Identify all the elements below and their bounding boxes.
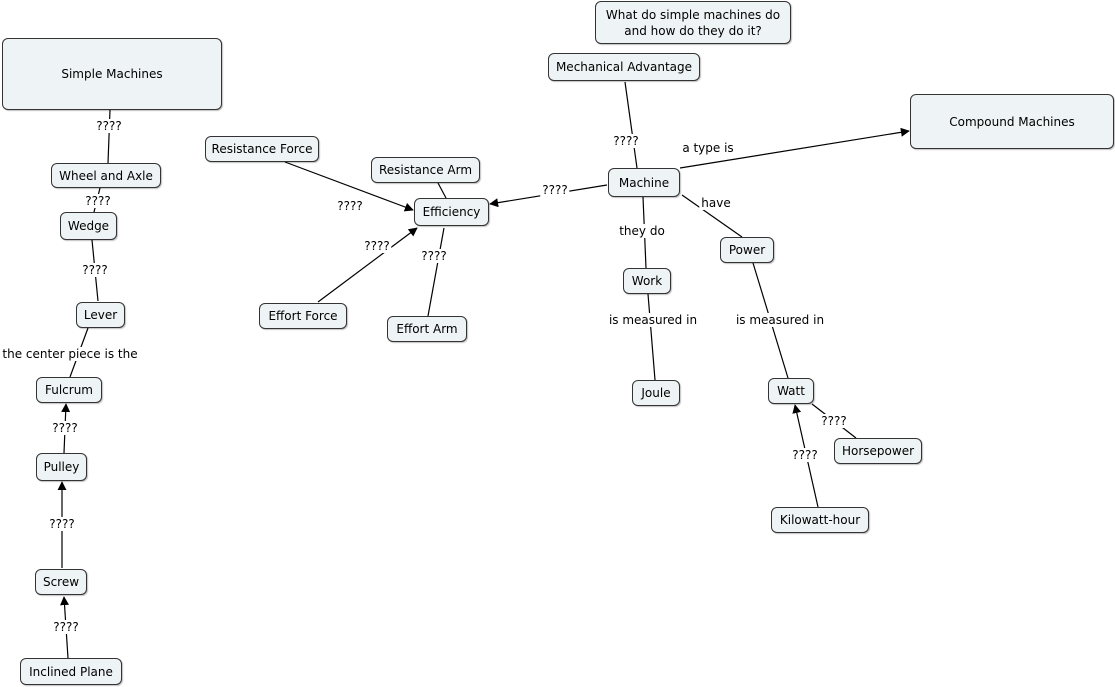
node-machine[interactable]: Machine	[608, 168, 680, 197]
label-they-do: they do	[617, 224, 667, 238]
line-ra-efficiency	[437, 182, 447, 199]
node-resistance-arm[interactable]: Resistance Arm	[371, 157, 480, 183]
line-sm-wheel	[107, 109, 111, 164]
node-wheel-and-axle[interactable]: Wheel and Axle	[51, 163, 161, 188]
node-lever[interactable]: Lever	[76, 302, 125, 328]
label-rf-efficiency: ????	[335, 199, 365, 213]
line-rf-efficiency	[284, 161, 414, 212]
node-watt[interactable]: Watt	[768, 378, 814, 404]
node-resistance-force[interactable]: Resistance Force	[205, 136, 319, 162]
label-work-measured: is measured in	[606, 313, 700, 327]
line-ef-efficiency	[317, 227, 418, 303]
label-hp-watt: ????	[819, 414, 849, 428]
node-fulcrum[interactable]: Fulcrum	[36, 377, 102, 403]
label-have: have	[699, 196, 733, 210]
node-work[interactable]: Work	[623, 268, 671, 294]
node-joule[interactable]: Joule	[632, 380, 680, 406]
line-machine-compound	[679, 127, 910, 169]
label-lever-fulcrum: the center piece is the	[0, 347, 140, 361]
node-effort-force[interactable]: Effort Force	[259, 303, 347, 329]
node-compound-machines[interactable]: Compound Machines	[910, 94, 1114, 149]
node-inclined-plane[interactable]: Inclined Plane	[20, 658, 122, 685]
label-pulley-fulcrum: ????	[50, 421, 80, 435]
node-wedge[interactable]: Wedge	[60, 212, 117, 240]
node-question[interactable]: What do simple machines do and how do th…	[595, 1, 791, 44]
label-power-measured: is measured in	[733, 313, 827, 327]
node-efficiency[interactable]: Efficiency	[414, 198, 489, 226]
label-screw-pulley: ????	[47, 517, 77, 531]
node-power[interactable]: Power	[720, 237, 774, 263]
line-ea-efficiency	[427, 227, 445, 317]
line-ma-machine	[624, 81, 638, 169]
label-a-type-is: a type is	[680, 141, 736, 155]
line-work-joule	[647, 293, 656, 381]
node-mechanical-advantage[interactable]: Mechanical Advantage	[548, 53, 700, 81]
node-effort-arm[interactable]: Effort Arm	[387, 316, 467, 342]
node-pulley[interactable]: Pulley	[36, 453, 87, 481]
node-kilowatt-hour[interactable]: Kilowatt-hour	[771, 507, 869, 533]
label-ea-efficiency: ????	[419, 249, 449, 263]
line-machine-power	[681, 194, 743, 238]
node-horsepower[interactable]: Horsepower	[834, 438, 922, 464]
label-ef-efficiency: ????	[362, 239, 392, 253]
label-wedge-lever: ????	[80, 263, 110, 277]
label-wheel-wedge: ????	[83, 194, 113, 208]
node-screw[interactable]: Screw	[35, 569, 87, 595]
label-machine-efficiency: ????	[540, 183, 570, 197]
label-ma-machine: ????	[611, 134, 641, 148]
node-simple-machines[interactable]: Simple Machines	[2, 38, 222, 110]
label-incline-screw: ????	[51, 620, 81, 634]
label-kwh-watt: ????	[790, 448, 820, 462]
label-sm-wheel: ????	[94, 119, 124, 133]
